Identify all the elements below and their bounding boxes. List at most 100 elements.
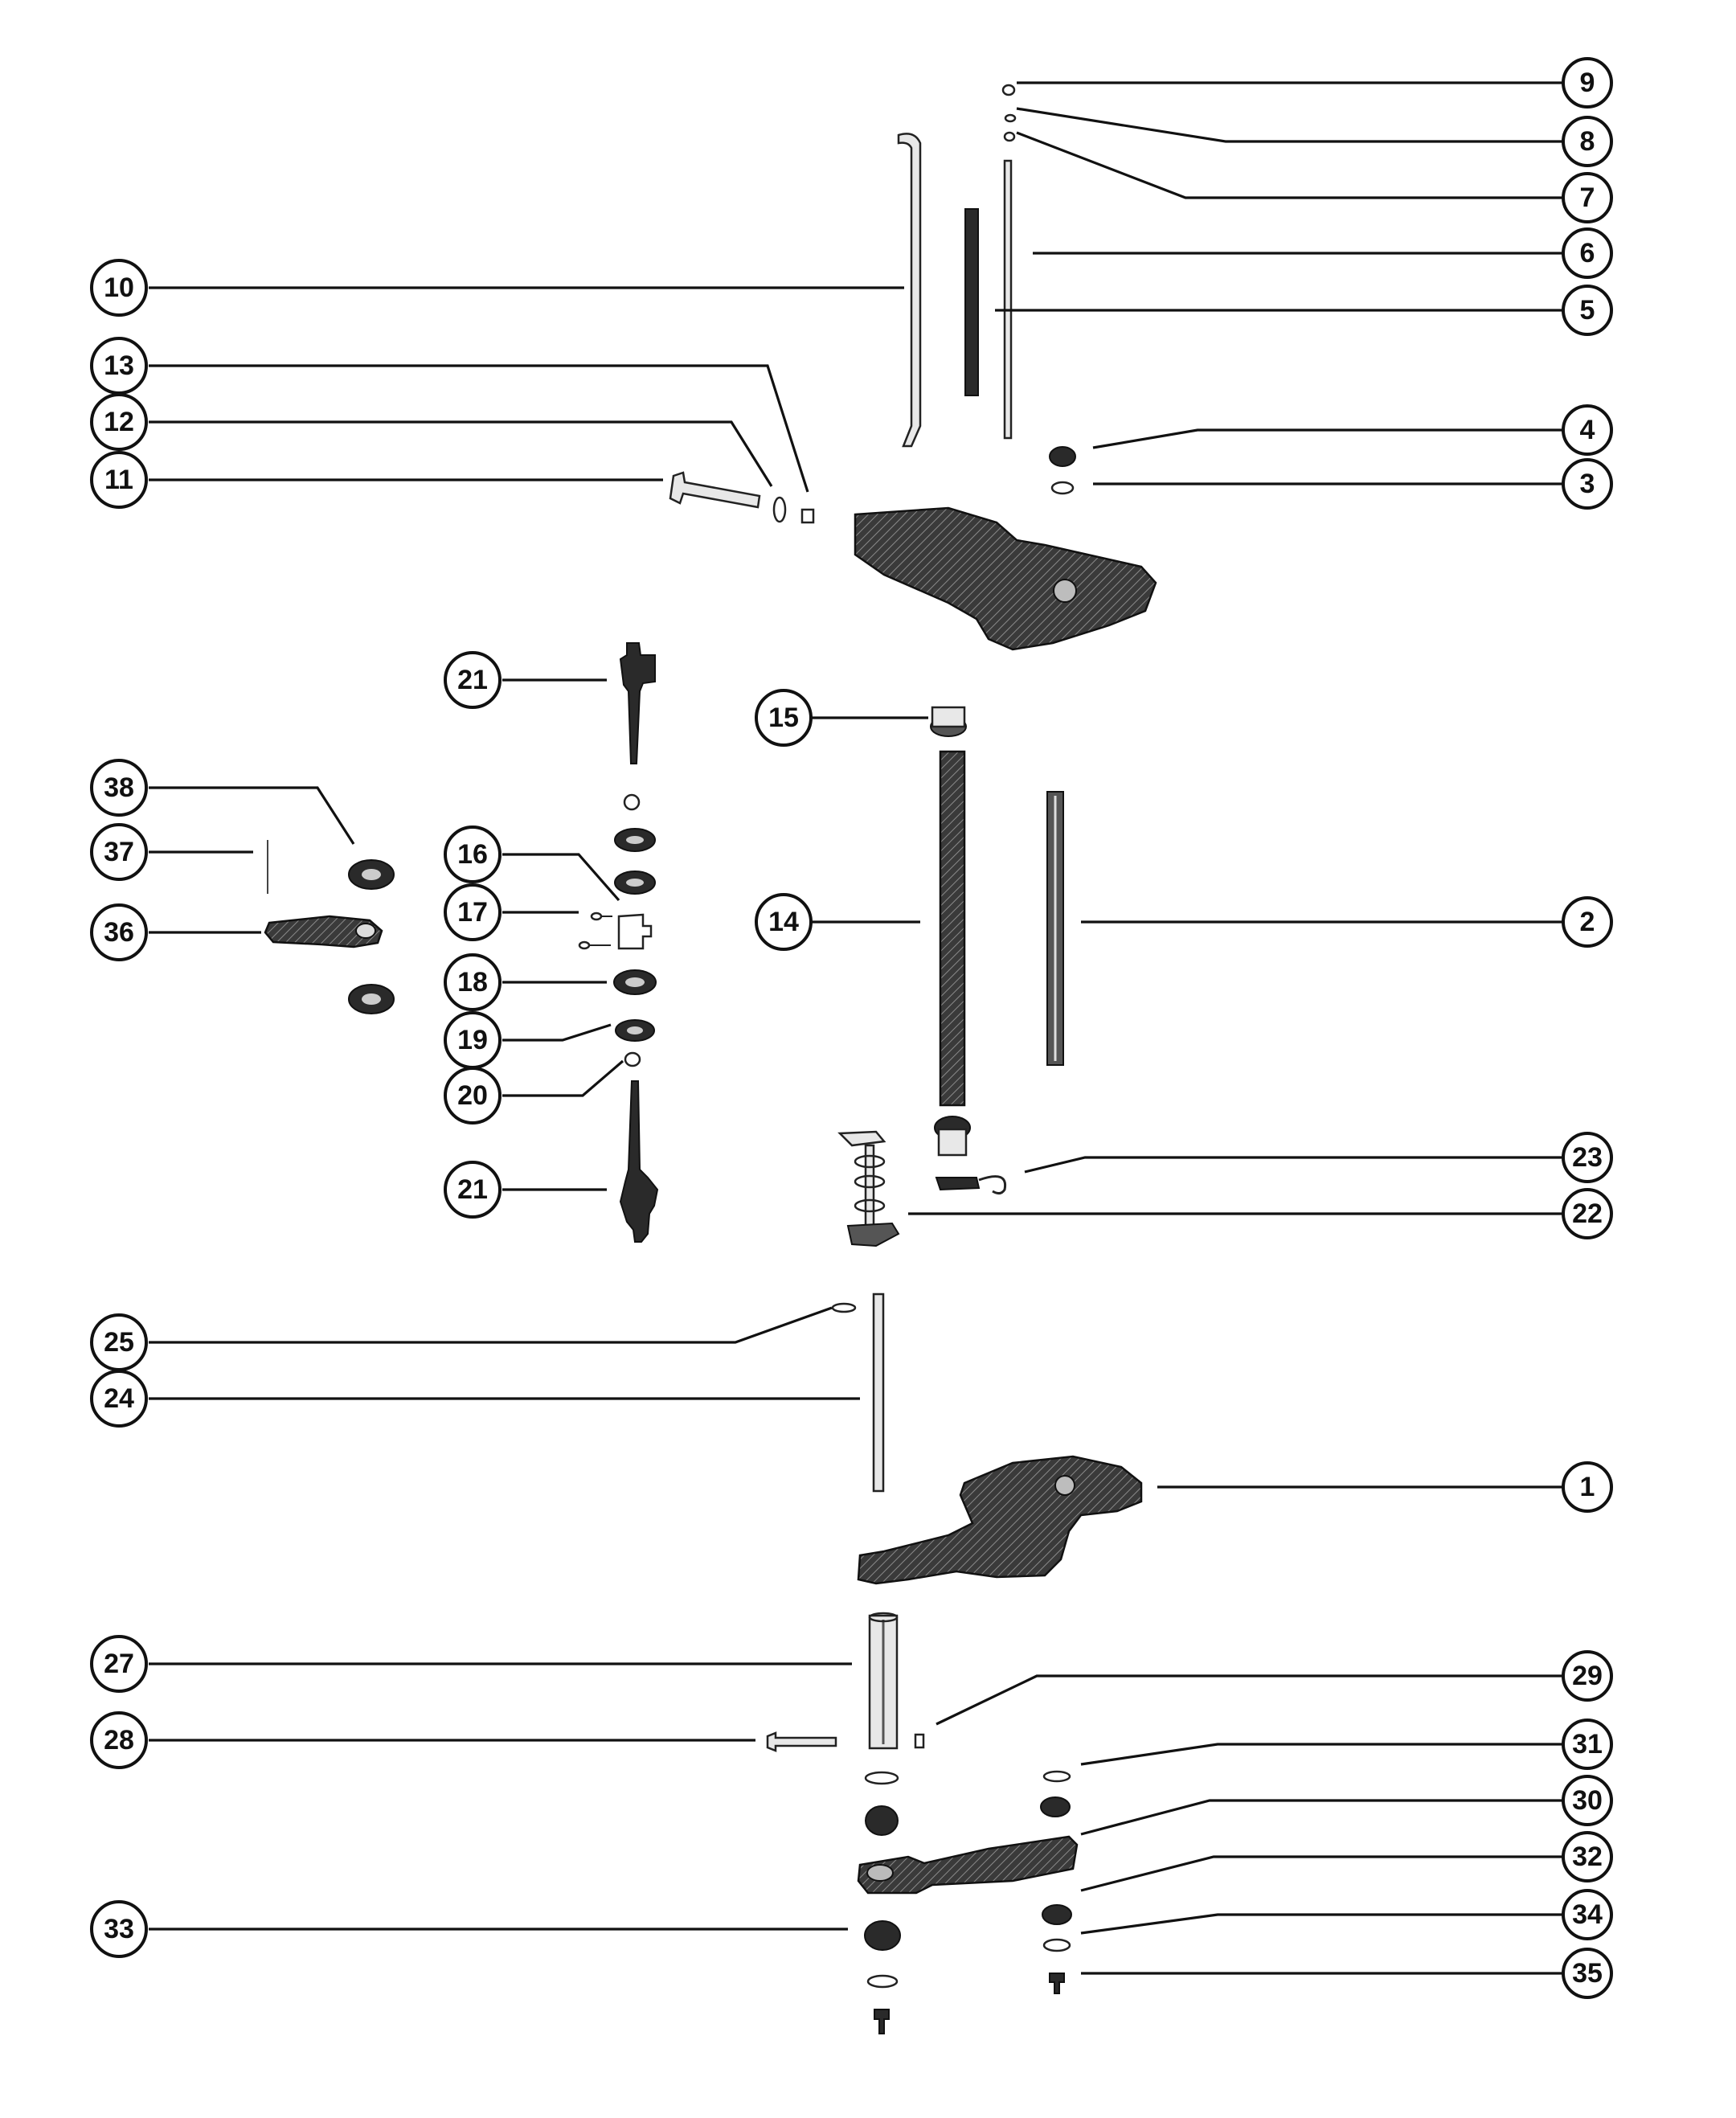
part-8-washer [1004, 113, 1017, 123]
part-21-lower-shaft [619, 1080, 659, 1243]
part-22-base [846, 1222, 900, 1247]
part-33-nut [864, 1920, 901, 1951]
svg-text:32: 32 [1572, 1841, 1603, 1872]
part-13-nut [800, 508, 815, 524]
callout-11: 11 [90, 451, 148, 509]
part-22-pin-shaft [864, 1144, 875, 1227]
callout-32: 32 [1562, 1831, 1613, 1882]
part-28-bolt [766, 1731, 837, 1752]
svg-text:18: 18 [457, 967, 488, 998]
callout-9: 9 [1562, 57, 1613, 109]
callout-34: 34 [1562, 1889, 1613, 1940]
part-6-rod [1003, 159, 1013, 440]
svg-text:22: 22 [1572, 1198, 1603, 1229]
part-17-screw-b [578, 940, 591, 950]
upper-bracket [854, 506, 1157, 651]
svg-text:36: 36 [104, 917, 134, 948]
callout-21-upper: 21 [444, 651, 502, 709]
svg-text:29: 29 [1572, 1661, 1603, 1691]
svg-text:12: 12 [104, 407, 134, 437]
callout-21-lower: 21 [444, 1161, 502, 1219]
tie-bar [857, 1835, 1079, 1895]
washer-upper-left [864, 1771, 899, 1785]
svg-text:27: 27 [104, 1649, 134, 1679]
part-5-bar [964, 208, 979, 396]
callout-18: 18 [444, 953, 502, 1011]
callout-4: 4 [1562, 404, 1613, 456]
svg-text:28: 28 [104, 1725, 134, 1755]
svg-text:34: 34 [1572, 1899, 1603, 1930]
svg-text:31: 31 [1572, 1729, 1603, 1760]
part-1-hole [1054, 1475, 1075, 1496]
callout-31: 31 [1562, 1719, 1613, 1770]
upper-bracket-hole [1053, 579, 1077, 603]
callout-38: 38 [90, 759, 148, 817]
part-10-rod [897, 133, 922, 448]
leader-lines [149, 81, 1571, 1975]
svg-text:23: 23 [1572, 1142, 1603, 1173]
bushing-upper-left [865, 1805, 899, 1836]
callout-29: 29 [1562, 1650, 1613, 1702]
callout-27: 27 [90, 1635, 148, 1693]
callout-10: 10 [90, 259, 148, 317]
part-17-screw-a [590, 912, 603, 921]
part-32-bushing [1042, 1904, 1072, 1925]
part-15-bushing-body [931, 706, 966, 728]
washer-lower-left [866, 1974, 899, 1989]
svg-text:30: 30 [1572, 1785, 1603, 1816]
callout-36: 36 [90, 903, 148, 961]
svg-text:6: 6 [1580, 238, 1595, 268]
part-3-washer [1050, 481, 1075, 495]
part-11-bolt [669, 471, 761, 509]
svg-text:19: 19 [457, 1025, 488, 1055]
svg-text:20: 20 [457, 1080, 488, 1111]
part-34-washer [1042, 1938, 1071, 1952]
callouts: 9 8 7 6 5 4 3 10 13 12 11 21 15 38 37 36… [90, 57, 1613, 1999]
part-25-tip [831, 1302, 857, 1313]
part-22-pin-top [837, 1130, 886, 1147]
part-14-shaft [939, 750, 966, 1107]
callout-20: 20 [444, 1067, 502, 1125]
callout-8: 8 [1562, 116, 1613, 167]
svg-text:9: 9 [1580, 68, 1595, 98]
part-36-spring [264, 915, 383, 948]
part-23-clip [935, 1177, 981, 1191]
screw-lower-left [874, 2009, 890, 2034]
svg-text:11: 11 [104, 465, 133, 495]
svg-text:4: 4 [1580, 415, 1595, 445]
callout-37: 37 [90, 823, 148, 881]
svg-text:2: 2 [1580, 907, 1595, 937]
svg-text:17: 17 [457, 897, 488, 928]
svg-text:38: 38 [104, 772, 134, 803]
svg-text:14: 14 [768, 907, 799, 937]
svg-text:1: 1 [1580, 1472, 1595, 1502]
callout-22: 22 [1562, 1188, 1613, 1239]
callout-35: 35 [1562, 1948, 1613, 1999]
callout-5: 5 [1562, 285, 1613, 336]
callout-2: 2 [1562, 896, 1613, 948]
callout-28: 28 [90, 1711, 148, 1769]
ring-under-21 [623, 793, 641, 811]
callout-24: 24 [90, 1370, 148, 1428]
part-35-screw [1049, 1973, 1065, 1994]
callout-7: 7 [1562, 172, 1613, 223]
svg-text:21: 21 [457, 1174, 488, 1205]
svg-text:25: 25 [104, 1327, 134, 1358]
svg-text:7: 7 [1580, 182, 1595, 213]
parts-illustrations [264, 84, 1157, 2034]
callout-33: 33 [90, 1900, 148, 1958]
part-9-nut [1001, 84, 1016, 96]
part-7-washer [1003, 131, 1016, 142]
part-20-ring [624, 1051, 641, 1067]
svg-text:33: 33 [104, 1914, 134, 1944]
part-31-washer [1042, 1770, 1071, 1783]
svg-text:13: 13 [104, 350, 134, 381]
callout-13: 13 [90, 337, 148, 395]
svg-text:35: 35 [1572, 1958, 1603, 1989]
svg-text:24: 24 [104, 1383, 134, 1414]
part-1-bracket [857, 1455, 1143, 1585]
callout-12: 12 [90, 393, 148, 451]
callout-14: 14 [755, 893, 813, 951]
svg-text:16: 16 [457, 839, 488, 870]
